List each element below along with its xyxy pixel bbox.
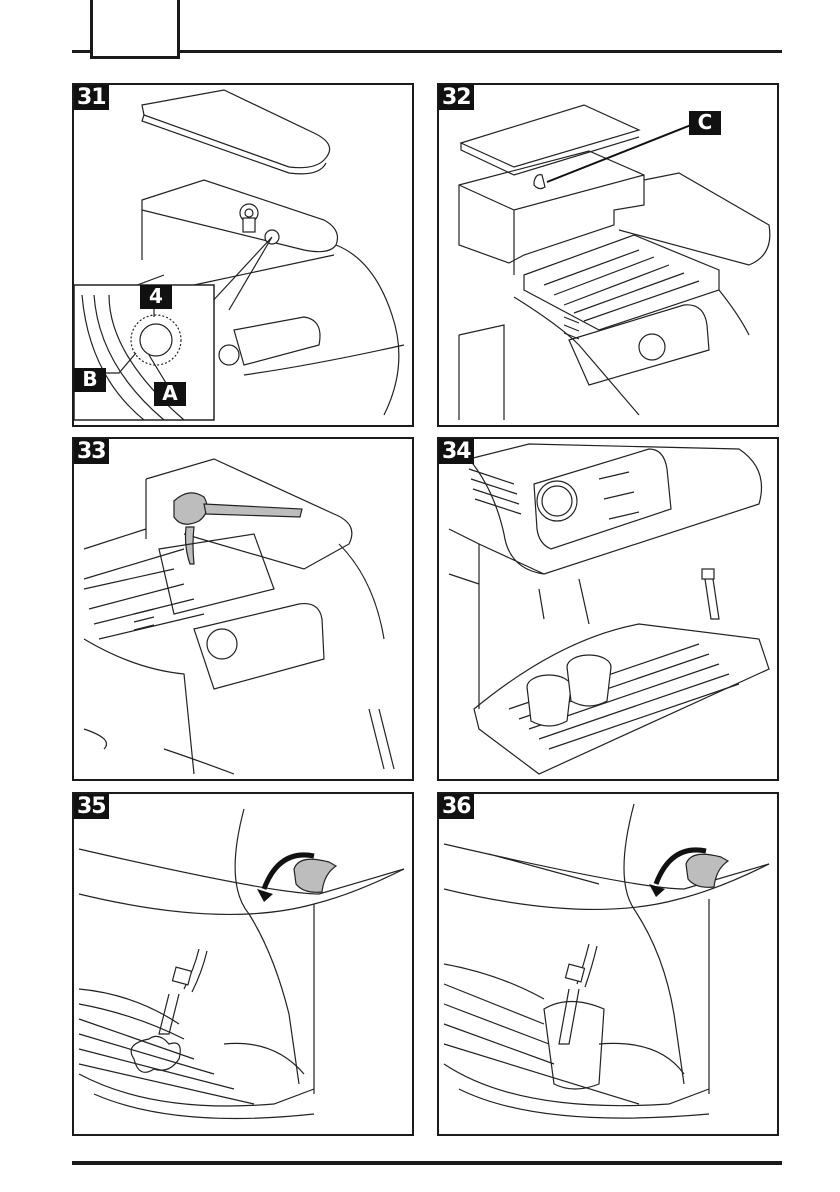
figure-32-illustration xyxy=(439,85,777,425)
figure-32: 32 C xyxy=(437,83,779,427)
figure-36: 36 xyxy=(437,792,779,1136)
figure-33-illustration xyxy=(74,439,412,779)
figure-33: 33 xyxy=(72,437,414,781)
page-number-box xyxy=(90,0,180,59)
figure-36-illustration xyxy=(439,794,777,1134)
figure-35-illustration xyxy=(74,794,412,1134)
callout-A: A xyxy=(154,382,186,406)
figure-31-illustration xyxy=(74,85,412,425)
figure-number: 32 xyxy=(439,85,474,110)
figure-31: 31 4 B A xyxy=(72,83,414,427)
callout-4: 4 xyxy=(140,285,172,309)
figure-number: 31 xyxy=(74,85,109,110)
figure-number: 35 xyxy=(74,794,109,819)
figure-35: 35 xyxy=(72,792,414,1136)
callout-C: C xyxy=(689,111,721,135)
figure-number: 33 xyxy=(74,439,109,464)
footer-rule xyxy=(72,1161,782,1165)
figure-34-illustration xyxy=(439,439,777,779)
figure-34: 34 xyxy=(437,437,779,781)
callout-B: B xyxy=(74,368,106,392)
figure-number: 34 xyxy=(439,439,474,464)
figure-number: 36 xyxy=(439,794,474,819)
